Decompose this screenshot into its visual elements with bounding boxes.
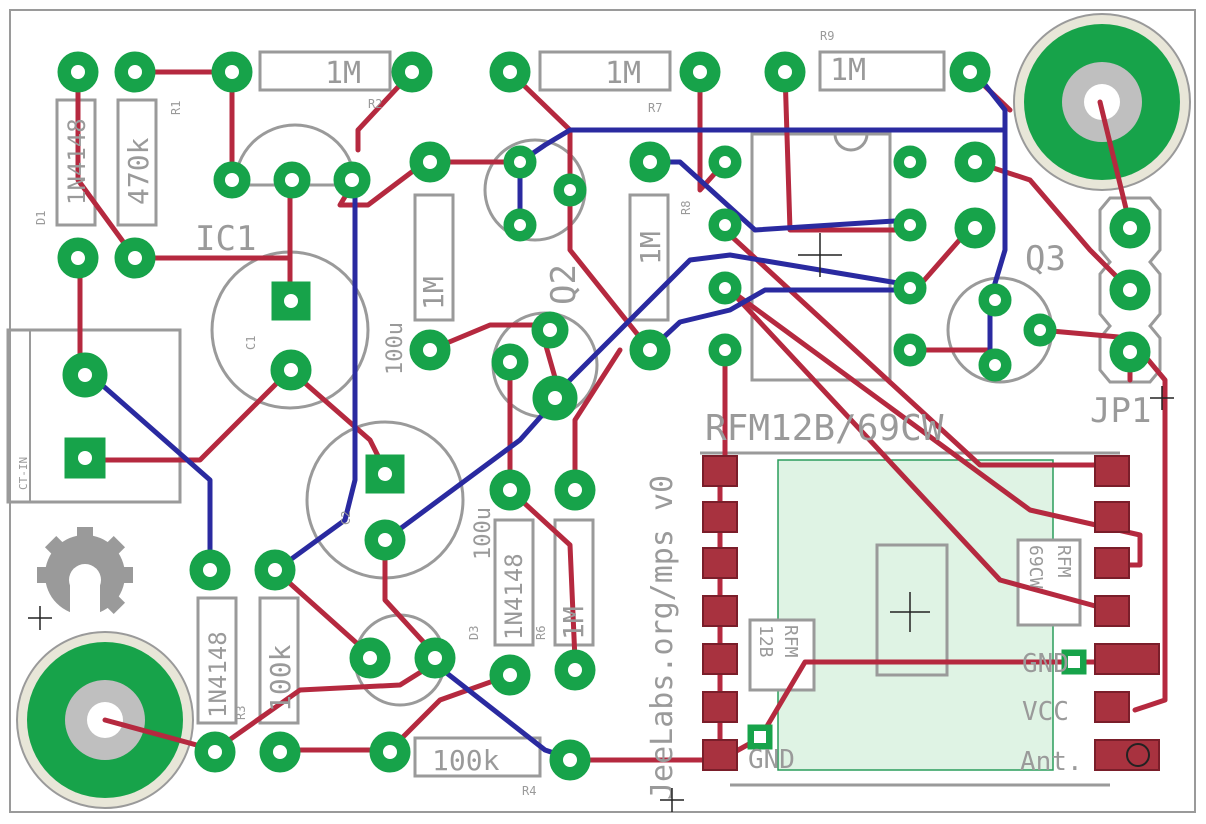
rfm-69cw-label-box — [1016, 538, 1082, 627]
label-r5-cap: 100u — [383, 322, 408, 375]
label-rfm-69cw: 69CW — [1025, 545, 1046, 589]
label-rfm-12b: 12B — [755, 625, 776, 658]
label-r5-value: 1M — [417, 276, 450, 310]
label-jp1: JP1 — [1090, 391, 1151, 431]
label-r9-value: 1M — [830, 53, 866, 88]
label-r1-value: 470k — [122, 137, 155, 205]
label-r2-name: R2 — [368, 97, 382, 111]
label-r6-name: R6 — [534, 626, 548, 640]
rfm-ground-plane — [777, 459, 1054, 771]
label-ct-in: CT-IN — [17, 457, 30, 490]
label-r8-name: R8 — [679, 201, 693, 215]
r1-body — [116, 98, 158, 227]
origin-marks — [28, 233, 1174, 812]
r7-body — [538, 50, 672, 92]
jp1-outline — [1098, 196, 1162, 384]
label-r2-value: 1M — [325, 56, 361, 91]
label-r7-name: R7 — [648, 101, 662, 115]
label-rfm-69cw-rfm: RFM — [1053, 545, 1074, 578]
r5-body — [413, 193, 455, 322]
pin-label-ant: Ant. — [1020, 747, 1083, 777]
label-d1-name: D1 — [34, 211, 48, 225]
bottom-layer-traces — [82, 69, 1008, 763]
label-d3-name: D3 — [467, 626, 481, 640]
label-r1-name: R1 — [169, 101, 183, 115]
r2-body — [258, 50, 392, 92]
label-r3-name: R3 — [234, 706, 248, 720]
pin-label-gnd-right: GND — [1022, 649, 1069, 679]
label-r10-value: 100k — [264, 644, 297, 712]
rfm-chip-outline — [875, 543, 949, 677]
label-ic1: IC1 — [195, 219, 256, 259]
label-rfm-small: RFM — [780, 625, 801, 658]
pin-label-gnd-bottom: GND — [748, 745, 795, 775]
label-d2-value: 1N4148 — [500, 553, 528, 640]
label-r4-value: 100k — [432, 744, 500, 777]
ct-in-jack-outline — [6, 328, 182, 504]
rfm-smd-pads-right — [1094, 455, 1160, 771]
board-title: RFM12B/69CW — [705, 408, 944, 449]
label-r7-value: 1M — [605, 56, 641, 91]
ic-notch — [833, 133, 869, 152]
label-q2: Q2 — [544, 264, 584, 305]
rfm-12b-label-box — [748, 618, 816, 692]
rfm-smd-pads-left — [702, 455, 738, 771]
label-c2-name: C2 — [339, 511, 353, 525]
label-q3: Q3 — [1025, 239, 1066, 279]
label-d1-value: 1N4148 — [63, 118, 91, 205]
label-r3-value: 1N4148 — [204, 631, 232, 718]
label-r8-value: 1M — [634, 231, 667, 265]
label-r4-name: R4 — [522, 784, 536, 798]
r9-body — [818, 50, 946, 92]
label-r6-value: 1M — [557, 606, 590, 640]
open-hardware-logo — [37, 527, 133, 625]
board-credit: JeeLabs.org/mps v0 — [645, 475, 680, 800]
pin-label-vcc: VCC — [1022, 697, 1069, 727]
label-c1-name: C1 — [244, 336, 258, 350]
label-c2-value: 100u — [471, 507, 496, 560]
label-r9-name: R9 — [820, 29, 834, 43]
r4-body — [413, 736, 542, 778]
through-hole-pads — [57, 51, 1151, 781]
r3-body — [196, 596, 238, 725]
d2-body — [493, 518, 535, 647]
